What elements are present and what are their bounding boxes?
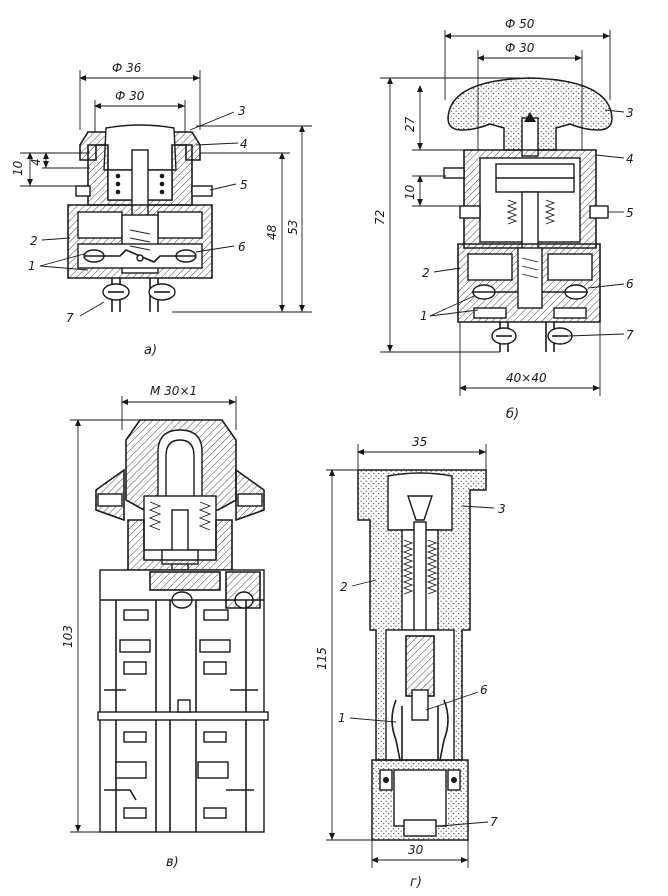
fig-v-dim-103: 103: [61, 625, 75, 648]
fig-a-part-5: 5: [240, 178, 248, 192]
fig-b-cavity-l: [467, 253, 513, 281]
fig-a-dim-d36: Ф 36: [112, 61, 142, 75]
fig-b-part-5: 5: [626, 206, 634, 220]
fig-b-cavity-r: [547, 253, 593, 281]
fig-g-dim-35: 35: [412, 435, 427, 449]
fig-a-part-1: 1: [28, 259, 36, 273]
figure-b: Ф 50 Ф 30: [373, 17, 634, 422]
fig-g-part-6: 6: [480, 683, 488, 697]
fig-b-center-cavity: [517, 247, 543, 309]
fig-g-part-2: 2: [340, 580, 348, 594]
fig-a-part-4: 4: [240, 137, 248, 151]
fig-b-part-2: 2: [422, 266, 430, 280]
fig-a-part-6: 6: [238, 240, 246, 254]
fig-a-cavity-r: [157, 211, 203, 239]
fig-a-part-3: 3: [238, 104, 246, 118]
fig-b-part-6: 6: [626, 277, 634, 291]
fig-b-dim-40x40: 40×40: [506, 371, 547, 385]
fig-b-part-1: 1: [420, 309, 428, 323]
fig-b-tab-left-top: [443, 167, 465, 179]
fig-b-spring: [506, 199, 556, 225]
fig-b-dim-10: 10: [403, 184, 417, 200]
fig-a-nut-right: [191, 185, 213, 197]
fig-b-dim-d30: Ф 30: [505, 41, 535, 55]
fig-v-separator: [97, 711, 269, 721]
fig-a-dim-10: 10: [11, 160, 25, 176]
fig-b-part-4: 4: [626, 152, 634, 166]
fig-b-caption: б): [506, 407, 519, 422]
fig-a-caption: а): [144, 343, 157, 358]
fig-a-part-7: 7: [66, 311, 74, 325]
fig-a-part-2: 2: [30, 234, 38, 248]
figure-g: 35 1: [315, 435, 506, 890]
fig-b-dim-72: 72: [373, 210, 387, 225]
fig-a-dim-48: 48: [265, 224, 279, 240]
figure-a: Ф 36 Ф 30: [11, 61, 312, 358]
fig-b-terminal-screws: [491, 322, 573, 352]
fig-b-part-3: 3: [626, 106, 634, 120]
fig-v-contacts-upper: [104, 609, 258, 713]
fig-g-caption: г): [410, 875, 422, 890]
fig-a-nut-left: [75, 185, 91, 197]
fig-v-contacts-lower: [104, 731, 254, 819]
fig-b-nut-left: [459, 205, 481, 219]
fig-a-cavity-l: [77, 211, 123, 239]
fig-g-dim-30: 30: [408, 843, 424, 857]
fig-g-part-1: 1: [338, 711, 346, 725]
fig-a-dim-d30: Ф 30: [115, 89, 145, 103]
fig-v-caption: в): [166, 855, 179, 870]
fig-b-part-7: 7: [626, 328, 634, 342]
fig-v-spring: [148, 501, 212, 531]
fig-a-dim-4: 4: [29, 158, 43, 166]
figure-v: М 30×1: [61, 384, 269, 870]
fig-a-terminal-screws: [102, 278, 176, 312]
fig-g-terminals: [379, 769, 461, 837]
fig-b-contacts: [472, 257, 588, 319]
fig-a-contacts: [83, 229, 197, 263]
fig-b-nut-right: [589, 205, 609, 219]
fig-a-dim-53: 53: [286, 220, 300, 235]
fig-g-dim-115: 115: [315, 647, 329, 670]
fig-b-dim-d50: Ф 50: [505, 17, 535, 31]
fig-g-spring: [402, 539, 438, 595]
fig-v-coupling: [149, 571, 221, 591]
fig-g-contacts: [391, 699, 449, 761]
fig-b-dim-27: 27: [403, 116, 417, 132]
fig-v-dim-thread: М 30×1: [150, 384, 197, 398]
fig-g-part-3: 3: [498, 502, 506, 516]
fig-a-spring: [115, 173, 165, 195]
fig-g-part-7: 7: [490, 815, 498, 829]
